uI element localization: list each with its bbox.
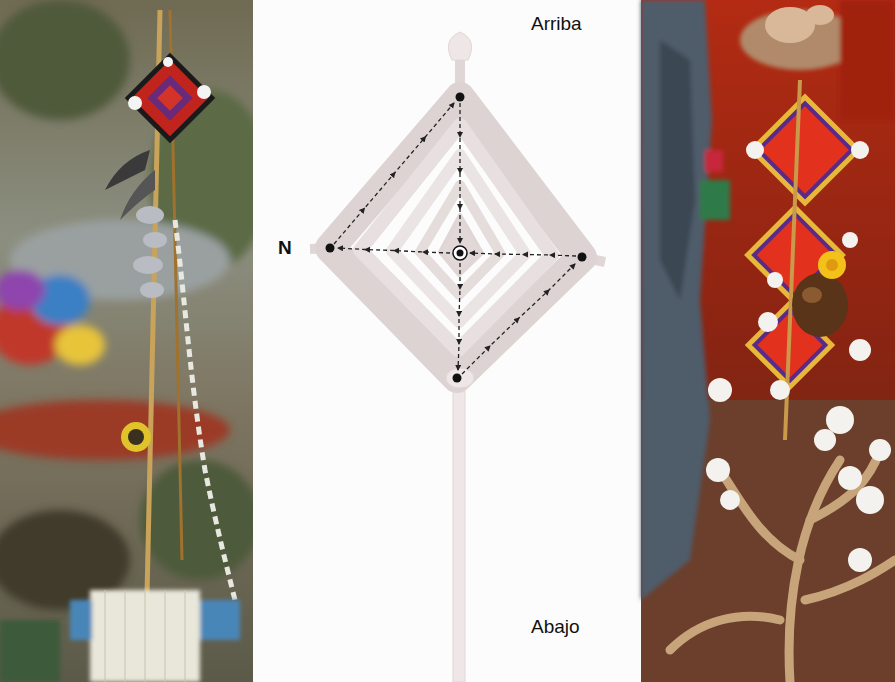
direction-label: Arriba bbox=[531, 14, 582, 35]
right-photo bbox=[641, 0, 895, 682]
direction-label: N bbox=[278, 238, 292, 259]
ojo-de-dios-sketch bbox=[253, 0, 641, 682]
direction-label: Abajo bbox=[531, 617, 580, 638]
left-photo bbox=[0, 0, 270, 682]
